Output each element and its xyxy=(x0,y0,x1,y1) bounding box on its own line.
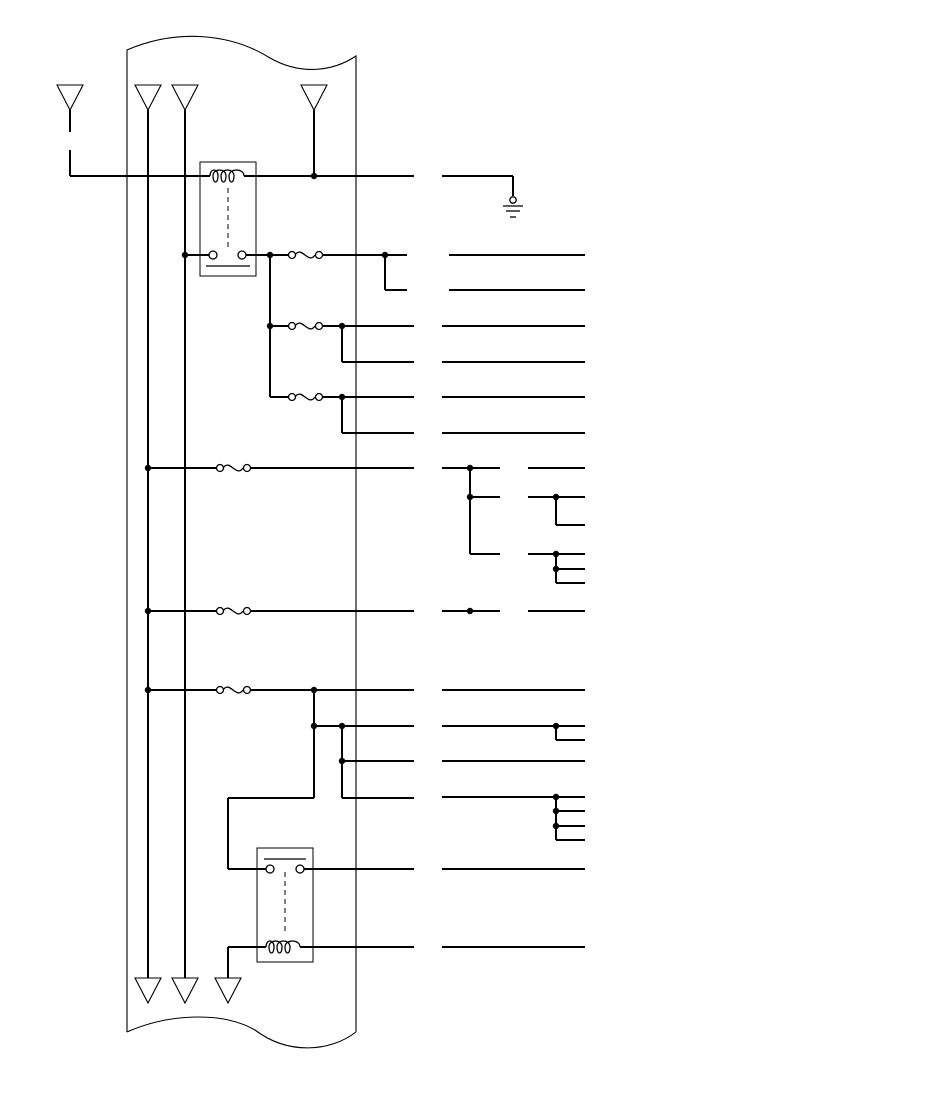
relay-1-output-branches xyxy=(266,250,585,434)
fused-branch-6 xyxy=(144,685,585,841)
connector-terminals-bottom xyxy=(134,977,242,1005)
fused-branch-4 xyxy=(144,463,585,584)
fuse-5 xyxy=(215,606,252,616)
fuse-3 xyxy=(287,392,324,402)
relay-2-housing xyxy=(256,847,314,963)
ground-symbol xyxy=(503,196,523,218)
relay-1-housing xyxy=(199,161,257,277)
fuse-2 xyxy=(287,321,324,331)
terminal-top-1 xyxy=(134,84,162,112)
main-bus-wires xyxy=(147,110,186,978)
fused-branch-5 xyxy=(144,606,585,616)
fuse-1 xyxy=(287,250,324,260)
terminal-top-3 xyxy=(300,84,328,112)
relay-2-coil xyxy=(265,940,301,954)
terminal-bottom-1 xyxy=(134,977,162,1005)
terminal-bottom-2 xyxy=(171,977,199,1005)
relay-1-coil xyxy=(209,169,245,183)
relay-1 xyxy=(181,161,270,277)
terminal-top-2 xyxy=(171,84,199,112)
fuse-6 xyxy=(215,685,252,695)
terminal-bottom-3 xyxy=(214,977,242,1005)
fuse-4 xyxy=(215,463,252,473)
connector-terminals-top xyxy=(56,84,328,112)
relay-1-coil-circuit xyxy=(69,110,514,196)
relay-2 xyxy=(227,797,585,978)
terminal-top-external xyxy=(56,84,84,112)
junction-block-outline xyxy=(126,35,357,1049)
